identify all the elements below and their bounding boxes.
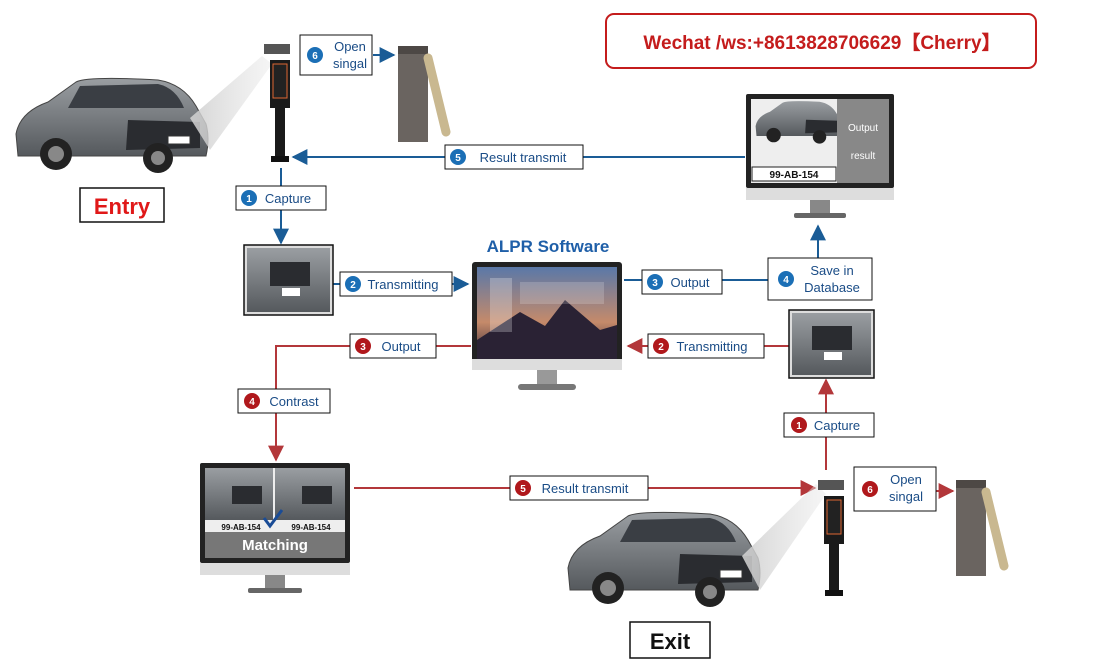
step-badge: 3	[652, 278, 658, 289]
step-exit-contrast: 4 Contrast	[237, 388, 331, 414]
step-label: Result transmit	[480, 150, 567, 165]
matching-plate-right: 99-AB-154	[291, 523, 331, 532]
output-screen-line2: result	[851, 151, 876, 162]
entry-ticket-pole	[264, 44, 290, 162]
step-label-line1: Open	[890, 472, 922, 487]
step-label: Capture	[265, 191, 311, 206]
step-badge: 4	[783, 275, 789, 286]
step-entry-transmitting: 2 Transmitting	[339, 271, 453, 297]
entry-camera-beam	[190, 56, 272, 150]
step-label: Transmitting	[676, 339, 747, 354]
exit-capture-photo	[788, 309, 875, 379]
step-badge: 4	[249, 397, 255, 408]
step-exit-result-transmit: 5 Result transmit	[509, 475, 649, 501]
exit-camera-icon	[818, 480, 844, 490]
step-label: Transmitting	[367, 277, 438, 292]
step-label: Output	[670, 275, 709, 290]
output-screen-plate: 99-AB-154	[770, 170, 819, 181]
exit-camera-beam	[742, 484, 826, 590]
matching-label: Matching	[242, 537, 308, 554]
step-exit-output: 3 Output	[349, 333, 437, 359]
step-entry-output: 3 Output	[641, 269, 723, 295]
step-badge: 6	[867, 485, 873, 496]
step-label-line1: Open	[334, 39, 366, 54]
exit-barrier-gate	[956, 480, 1009, 576]
entry-camera-icon	[264, 44, 290, 54]
step-badge: 1	[246, 194, 252, 205]
step-badge: 3	[360, 342, 366, 353]
step-entry-save-database: 4 Save in Database	[767, 257, 873, 301]
step-label: Result transmit	[542, 481, 629, 496]
step-label-line2: Database	[804, 280, 860, 295]
step-label: Contrast	[269, 394, 319, 409]
step-badge: 2	[658, 342, 664, 353]
check-icon	[262, 509, 284, 529]
output-screen-line1: Output	[848, 123, 878, 134]
step-label: Capture	[814, 418, 860, 433]
entry-barrier-gate	[398, 46, 451, 142]
step-badge: 5	[455, 153, 461, 164]
step-label-line1: Save in	[810, 263, 853, 278]
step-exit-transmitting: 2 Transmitting	[647, 333, 765, 359]
entry-label: Entry	[94, 194, 151, 219]
contact-text: Wechat /ws:+8613828706629【Cherry】	[643, 31, 1000, 54]
step-label: Output	[381, 339, 420, 354]
entry-title: Entry	[79, 187, 165, 223]
step-entry-result-transmit: 5 Result transmit	[444, 144, 584, 170]
software-title: ALPR Software	[487, 237, 610, 256]
step-badge: 1	[796, 421, 802, 432]
alpr-software-monitor	[472, 262, 622, 390]
step-label-line2: singal	[889, 489, 923, 504]
step-badge: 2	[350, 280, 356, 291]
step-badge: 6	[312, 51, 318, 62]
exit-title: Exit	[629, 621, 711, 659]
step-entry-capture: 1 Capture	[235, 185, 327, 211]
entry-capture-photo	[243, 244, 334, 316]
matching-monitor: 99-AB-154 99-AB-154 Matching	[200, 463, 350, 593]
exit-car-image	[567, 511, 761, 607]
entry-car-image	[15, 77, 209, 173]
step-badge: 5	[520, 484, 526, 495]
exit-label: Exit	[650, 629, 691, 654]
step-exit-open-signal: 6 Open singal	[853, 466, 937, 512]
matching-plate-left: 99-AB-154	[221, 523, 261, 532]
output-result-monitor: Output result 99-AB-154	[746, 94, 894, 218]
step-entry-open-signal: 6 Open singal	[299, 34, 373, 76]
exit-ticket-pole	[818, 480, 844, 596]
step-label-line2: singal	[333, 56, 367, 71]
contact-box: Wechat /ws:+8613828706629【Cherry】	[605, 13, 1037, 69]
step-exit-capture: 1 Capture	[783, 412, 875, 438]
